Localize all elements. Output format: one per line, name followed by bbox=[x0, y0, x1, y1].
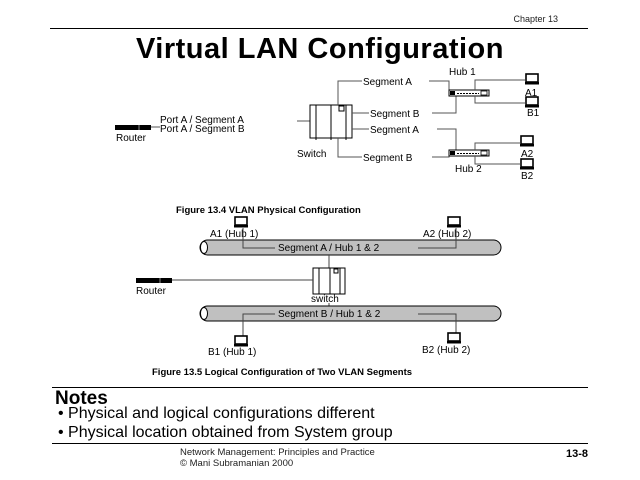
notes-heading: Notes bbox=[55, 388, 108, 409]
page-number: 13-8 bbox=[565, 448, 588, 460]
computer-icon bbox=[446, 332, 462, 345]
segment-label: Segment A bbox=[363, 77, 412, 88]
hub-icon bbox=[448, 89, 490, 97]
note-text: Physical and logical configurations diff… bbox=[68, 405, 375, 422]
segment-label: Segment B bbox=[370, 109, 420, 120]
hub-icon bbox=[448, 149, 490, 157]
computer-icon bbox=[519, 158, 535, 171]
router-label: Router bbox=[116, 133, 147, 144]
computer-icon bbox=[524, 73, 540, 86]
host-label: B1 bbox=[527, 108, 540, 119]
footer-line-1: Network Management: Principles and Pract… bbox=[180, 447, 375, 458]
host-label: A2 (Hub 2) bbox=[423, 229, 471, 240]
note-bullet: • Physical location obtained from System… bbox=[58, 424, 393, 441]
router-label: Router bbox=[136, 286, 167, 297]
physical-diagram: Router Port A / Segment A Port A / Segme… bbox=[114, 67, 540, 182]
notes-divider bbox=[52, 387, 588, 388]
hub-label: Hub 2 bbox=[455, 164, 482, 175]
computer-icon bbox=[446, 216, 462, 229]
port-a-segment-a-label: Port A / Segment A bbox=[160, 115, 244, 126]
slide-title: Virtual LAN Configuration bbox=[135, 33, 504, 65]
computer-icon bbox=[233, 335, 249, 348]
logical-diagram: A1 (Hub 1) A2 (Hub 2) Segment A / Hub 1 … bbox=[135, 216, 502, 358]
host-label: A1 bbox=[525, 88, 538, 99]
hub-label: Hub 1 bbox=[449, 67, 476, 78]
computer-icon bbox=[524, 96, 540, 109]
host-label: B2 (Hub 2) bbox=[422, 345, 470, 356]
top-divider bbox=[50, 28, 588, 29]
footer-divider bbox=[52, 443, 588, 444]
segment-label: Segment B bbox=[363, 153, 413, 164]
note-bullet: • Physical and logical configurations di… bbox=[58, 405, 375, 422]
host-label: B1 (Hub 1) bbox=[208, 347, 256, 358]
computer-icon bbox=[233, 216, 249, 229]
figure-caption-physical: Figure 13.4 VLAN Physical Configuration bbox=[176, 205, 361, 216]
host-label: A1 (Hub 1) bbox=[210, 229, 258, 240]
figure-caption-logical: Figure 13.5 Logical Configuration of Two… bbox=[152, 367, 412, 378]
chapter-label: Chapter 13 bbox=[513, 14, 558, 24]
switch-label: Switch bbox=[297, 149, 326, 160]
segment-a-label: Segment A / Hub 1 & 2 bbox=[278, 243, 380, 254]
router-icon bbox=[114, 124, 152, 131]
segment-b-label: Segment B / Hub 1 & 2 bbox=[278, 309, 381, 320]
switch-label: switch bbox=[311, 294, 339, 305]
port-a-segment-b-label: Port A / Segment B bbox=[160, 124, 245, 135]
switch-icon bbox=[312, 267, 346, 295]
note-text: Physical location obtained from System g… bbox=[68, 424, 393, 441]
footer-line-2: © Mani Subramanian 2000 bbox=[180, 458, 294, 469]
host-label: A2 bbox=[521, 149, 534, 160]
switch-icon bbox=[309, 104, 353, 140]
host-label: B2 bbox=[521, 171, 534, 182]
computer-icon bbox=[519, 135, 535, 148]
router-icon bbox=[135, 277, 173, 284]
segment-label: Segment A bbox=[370, 125, 419, 136]
